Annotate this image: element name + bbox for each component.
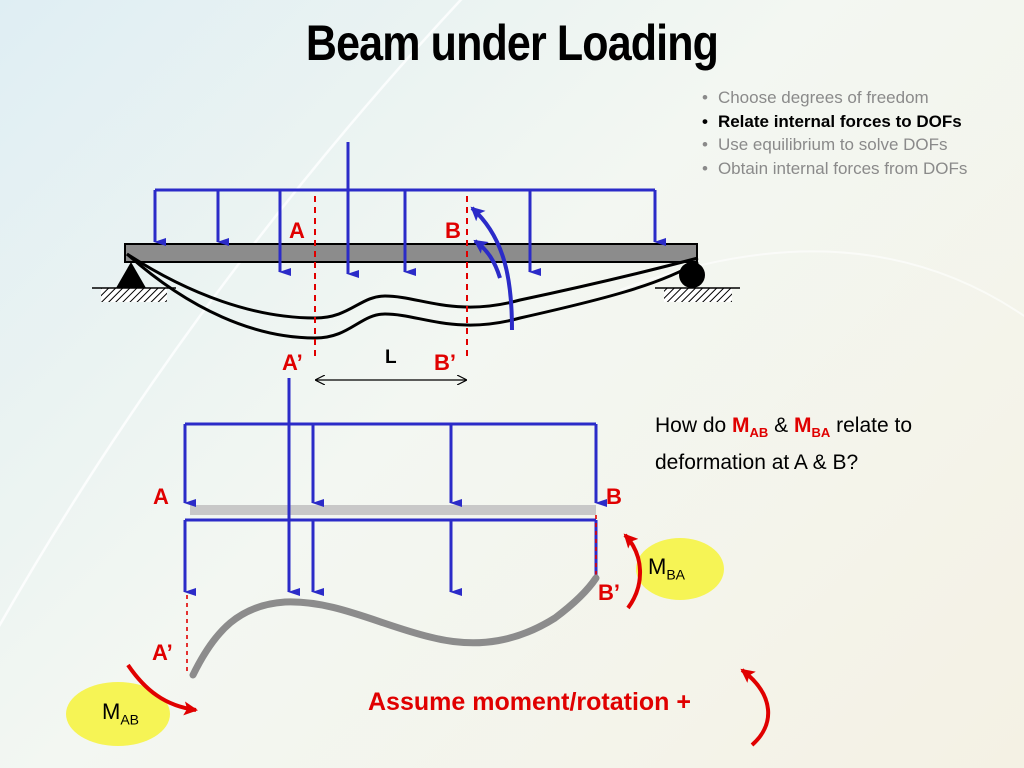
bullet-list: Choose degrees of freedom Relate interna… — [702, 86, 967, 180]
moment-label-mab: MAB — [102, 699, 140, 728]
positive-rotation-arrow — [740, 668, 771, 747]
bottom-load-upper — [183, 422, 607, 507]
mba-arrow — [623, 533, 642, 610]
roller-support — [655, 262, 740, 302]
label-a-top: A — [289, 218, 305, 243]
label-length: L — [385, 347, 397, 368]
bullet-item: Choose degrees of freedom — [702, 86, 967, 110]
mab-arrow — [126, 663, 198, 716]
label-a-prime-top: A’ — [282, 350, 303, 375]
top-distributed-load — [153, 188, 666, 276]
rotation-arrow-b — [470, 206, 514, 331]
deformed-member — [189, 574, 600, 679]
label-b-bottom: B — [606, 484, 622, 509]
bottom-member — [190, 505, 596, 515]
bottom-load-lower — [183, 518, 598, 596]
label-b-prime-top: B’ — [434, 350, 456, 375]
deflected-shape-upper — [126, 252, 699, 340]
mba-bubble — [636, 538, 724, 600]
page-title: Beam under Loading — [305, 15, 719, 71]
mab-bubble — [66, 682, 170, 746]
pin-support — [92, 262, 176, 302]
bullet-item: Obtain internal forces from DOFs — [702, 157, 967, 181]
label-b-prime-bottom: B’ — [598, 580, 620, 605]
top-beam — [124, 243, 698, 263]
bullet-item: Use equilibrium to solve DOFs — [702, 133, 967, 157]
label-b-top: B — [445, 218, 461, 243]
moment-label-mba: MBA — [648, 554, 686, 583]
deflected-shape-lower — [126, 252, 699, 320]
bullet-item-active: Relate internal forces to DOFs — [702, 110, 967, 134]
label-a-prime-bottom: A’ — [152, 640, 173, 665]
label-a-bottom: A — [153, 484, 169, 509]
question-text: How do MAB & MBA relate to deformation a… — [655, 414, 913, 475]
sign-convention-note: Assume moment/rotation + — [368, 688, 691, 716]
